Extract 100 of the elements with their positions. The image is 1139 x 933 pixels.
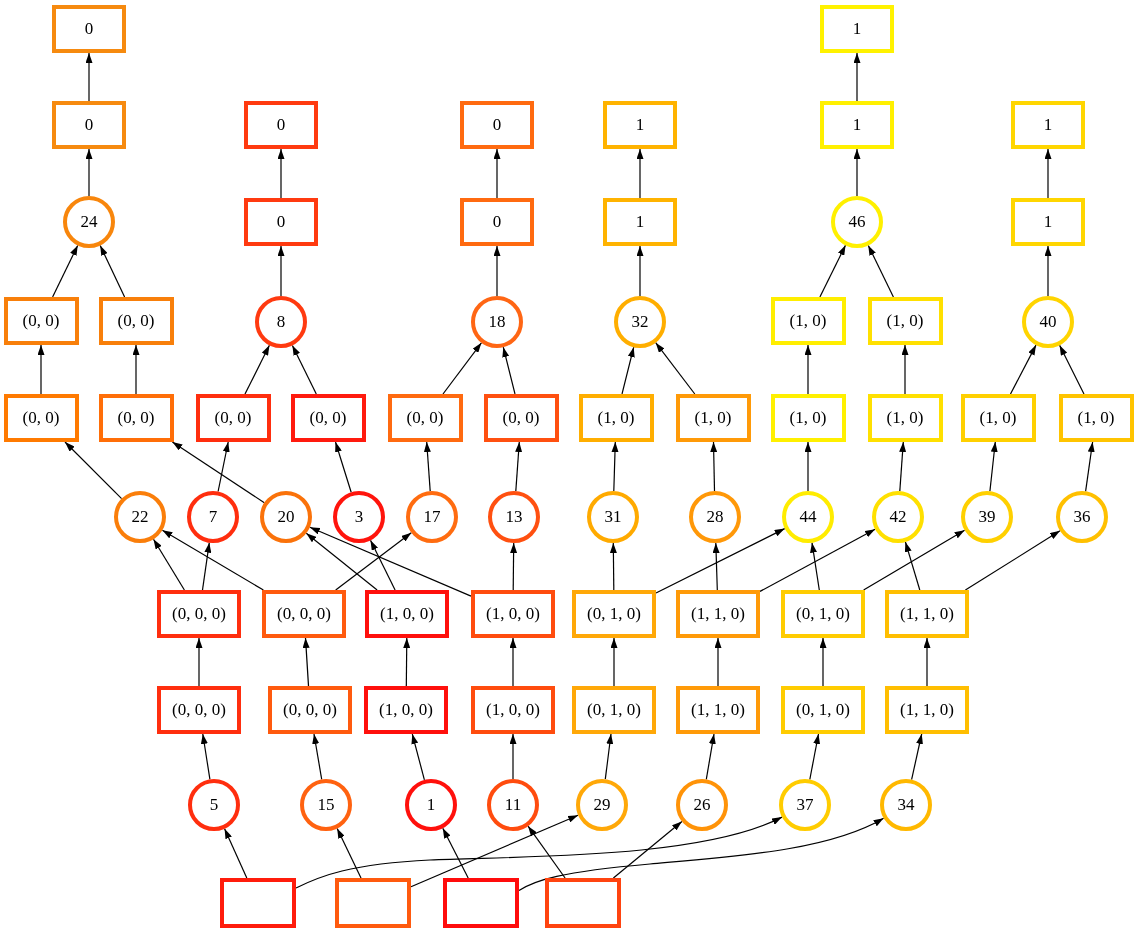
arrow [655,528,786,594]
box-node [572,686,656,734]
arrow [712,542,720,591]
node-label: (0, 0) [117,408,155,428]
node-label: 11 [504,795,522,815]
arrow [277,245,285,297]
node-label: 0 [492,212,502,232]
arrow [336,827,362,879]
empty-box [335,878,411,928]
node-label: (1, 0, 0) [486,700,540,720]
box-node [460,101,534,149]
node-label: (0, 1, 0) [796,700,850,720]
arrow [52,244,79,298]
arrow [853,148,861,197]
node-label: 8 [276,312,286,332]
node-label: 18 [488,312,506,332]
arrow [312,733,323,780]
node-label: 42 [889,507,907,527]
arrow [201,542,212,591]
box-node [460,198,534,246]
node-label: (1, 1, 0) [900,604,954,624]
node-label: (1, 0, 0) [380,604,434,624]
box-node [578,394,654,442]
box-node [387,394,463,442]
node-label: 26 [693,795,711,815]
arrow [518,817,885,892]
arrow [901,344,909,395]
node-label: 1 [1043,115,1053,135]
arrow [369,539,396,591]
arrow [224,828,248,879]
box-node [1011,101,1085,149]
node-label: (1, 0) [886,408,924,428]
node-label: 17 [423,507,441,527]
arrow [161,529,264,591]
node-label: 13 [505,507,523,527]
arrow [509,733,517,780]
empty-box [545,878,621,928]
arrow [1044,148,1052,199]
box-node [603,101,677,149]
arrow [604,733,614,780]
box-node [960,394,1036,442]
arrow [442,342,482,395]
box-node [820,5,894,53]
node-label: (0, 1, 0) [587,700,641,720]
arrow [37,344,45,395]
node-label: (1, 0) [789,408,827,428]
arrow [804,344,812,395]
node-label: (1, 1, 0) [691,700,745,720]
node-label: 39 [978,507,996,527]
node-label: (0, 1, 0) [587,604,641,624]
arrow [171,441,265,504]
box-node [364,686,448,734]
arrow [609,542,617,591]
node-label: (0, 0) [22,311,60,331]
box-node [244,198,318,246]
node-label: 0 [492,115,502,135]
node-label: (1, 0) [789,311,827,331]
arrow [99,244,126,298]
box-node [157,590,241,638]
node-label: (0, 0, 0) [283,700,337,720]
node-label: 1 [635,212,645,232]
box-node [244,101,318,149]
box-node [483,394,559,442]
box-node [770,394,846,442]
box-node [290,394,366,442]
arrow [200,733,211,780]
arrow [302,637,310,687]
node-label: (1, 0) [886,311,924,331]
arrow [759,528,876,592]
arrow [705,733,716,780]
node-label: (0, 0, 0) [172,604,226,624]
arrow [295,816,783,889]
node-label: 40 [1039,312,1057,332]
arrow [515,441,523,492]
box-node [98,297,174,345]
node-label: (0, 0) [406,408,444,428]
arrow [1085,441,1095,492]
arrow [305,532,378,591]
node-label: 29 [593,795,611,815]
box-node [471,590,555,638]
empty-box [443,878,519,928]
arrow [442,827,469,879]
node-label: (0, 0) [22,408,60,428]
arrow [244,344,270,395]
arrow [655,342,696,395]
arrow [510,542,518,591]
arrow [1044,245,1052,297]
arrow [291,344,317,395]
arrow [911,733,923,781]
node-label: (1, 0) [694,408,732,428]
node-label: 0 [276,115,286,135]
arrow [863,529,966,591]
node-label: 3 [354,507,364,527]
box-node [3,394,79,442]
box-node [885,686,969,734]
box-node [676,590,760,638]
box-node [52,5,126,53]
node-label: (0, 0) [117,311,155,331]
box-node [157,686,241,734]
node-label: 0 [276,212,286,232]
